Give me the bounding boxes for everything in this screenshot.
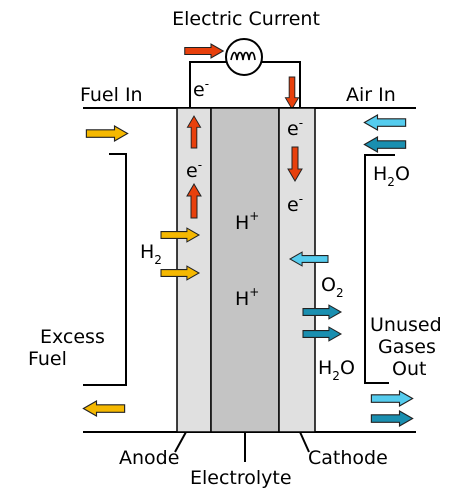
fuel-in-label: Fuel In [80, 84, 143, 106]
hydrogen-ion-label: H+ [235, 209, 259, 234]
water-label-bottom: H2O [318, 357, 355, 383]
anode-label: Anode [119, 447, 179, 469]
air-in-arrow-icon [363, 114, 407, 131]
o2-label: O2 [321, 274, 344, 300]
cathode-label: Cathode [308, 447, 388, 469]
load-bulb-icon [225, 38, 263, 76]
excess-fuel-arrow-icon [82, 400, 126, 417]
unused-gases-label-line3: Out [392, 358, 426, 380]
diagram-title: Electric Current [172, 8, 320, 30]
electron-label-cathode-top: e- [287, 116, 303, 140]
unused-gases-label-line1: Unused [370, 314, 442, 336]
external-circuit [189, 61, 301, 107]
water-label-top: H2O [373, 163, 410, 189]
air-in-label: Air In [346, 84, 396, 106]
electron-label-anode: e- [186, 158, 202, 182]
electron-label-wire: e- [193, 77, 209, 101]
electron-down-arrow-icon [284, 76, 300, 110]
fuel-in-arrow-icon [85, 125, 129, 142]
current-arrow-icon [184, 43, 224, 59]
electrolyte-layer [210, 107, 280, 433]
electrolyte-label: Electrolyte [190, 467, 292, 489]
exhaust-water-arrow-icon [370, 410, 414, 427]
water-in-arrow-icon [363, 136, 407, 153]
excess-fuel-label-line2: Fuel [28, 348, 67, 370]
excess-fuel-label-line1: Excess [40, 326, 105, 348]
exhaust-air-arrow-icon [370, 390, 414, 407]
hydrogen-ion-label: H+ [235, 285, 259, 310]
unused-gases-label-line2: Gases [378, 336, 436, 358]
electron-label-cathode-bottom: e- [287, 192, 303, 216]
h2-label: H2 [140, 241, 162, 267]
